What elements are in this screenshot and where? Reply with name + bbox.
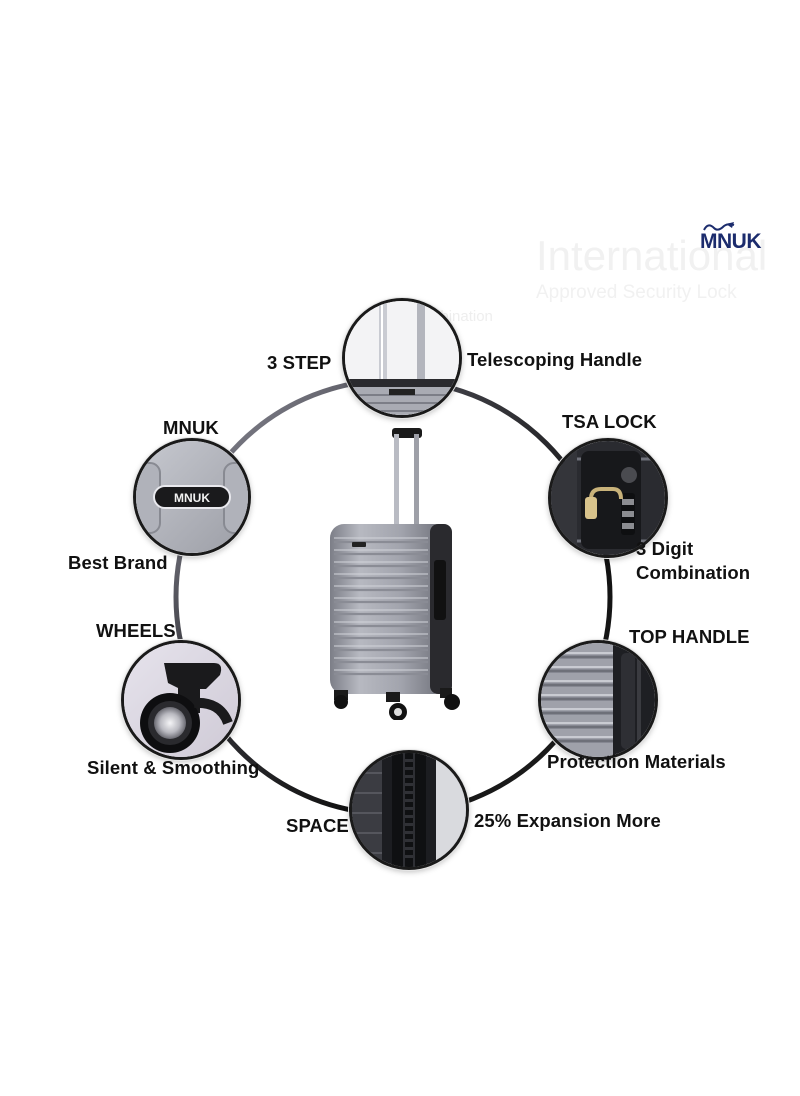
top-handle-icon [541, 643, 655, 757]
lock-top-label: TSA LOCK [562, 411, 657, 432]
watermark-subtitle: Approved Security Lock [536, 282, 737, 303]
telescoping-left-label: 3 STEP [267, 352, 332, 373]
space-left-label: SPACE [286, 815, 349, 836]
wheel-photo [121, 640, 241, 760]
lock-bottom-line2: Combination [636, 562, 751, 583]
wheels-top-label: WHEELS [96, 620, 176, 641]
lock-bottom-label: 3 Digit Combination [636, 537, 750, 585]
top-handle-top-label: TOP HANDLE [629, 626, 750, 647]
space-right-label: 25% Expansion More [474, 810, 661, 831]
watermark-title: International [536, 232, 768, 279]
zipper-icon [352, 753, 466, 867]
brand-badge-photo: MNUK [133, 438, 251, 556]
brand-logo: MNUK [700, 220, 770, 256]
brand-badge-icon: MNUK [136, 441, 248, 553]
brand-bottom-label: Best Brand [68, 552, 168, 573]
top-handle-photo [538, 640, 658, 760]
lock-bottom-line1: 3 Digit [636, 538, 694, 559]
wheels-bottom-label: Silent & Smoothing [87, 757, 260, 778]
suitcase-image [330, 428, 460, 720]
telescoping-handle-icon [345, 301, 459, 415]
telescoping-right-label: Telescoping Handle [467, 349, 643, 370]
wheel-icon [124, 643, 238, 757]
badge-text: MNUK [174, 491, 210, 505]
zipper-expansion-photo [349, 750, 469, 870]
logo-swoosh-icon [703, 222, 735, 231]
brand-top-label: MNUK [163, 417, 219, 438]
logo-text: MNUK [700, 230, 762, 253]
top-handle-bottom-label: Protection Materials [547, 751, 726, 772]
telescoping-handle-photo [342, 298, 462, 418]
